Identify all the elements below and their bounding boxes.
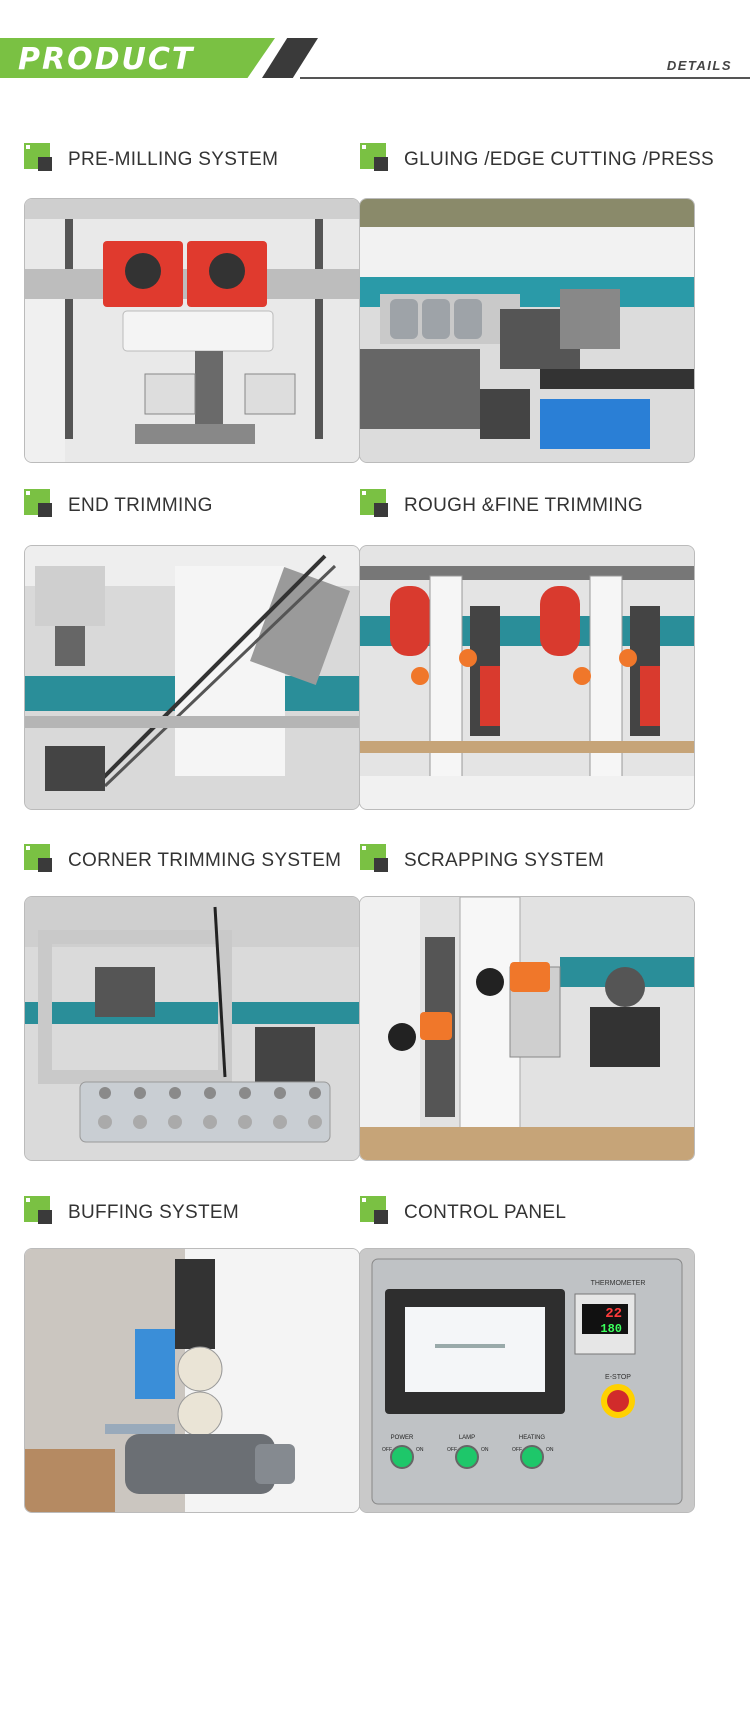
section-label-text: CORNER TRIMMING SYSTEM: [68, 850, 342, 871]
rough-fine-trimming-photo: [359, 545, 695, 810]
buffing-photo: [24, 1248, 360, 1513]
section-label-corner-trimming: CORNER TRIMMING SYSTEM: [24, 844, 341, 878]
temp-pv: 22: [605, 1306, 622, 1322]
switch-off-heating: OFF: [512, 1447, 522, 1453]
header-title: PRODUCT: [18, 42, 195, 77]
green-square-icon: [360, 143, 394, 177]
section-label-text: ROUGH &FINE TRIMMING: [404, 495, 643, 516]
thermometer-label: THERMOMETER: [591, 1280, 646, 1287]
section-label-text: PRE-MILLING SYSTEM: [68, 149, 279, 170]
corner-trimming-photo: [24, 896, 360, 1161]
section-label-text: CONTROL PANEL: [404, 1202, 567, 1223]
header-details: DETAILS: [666, 58, 732, 73]
estop-label: E-STOP: [605, 1374, 631, 1381]
section-label-text: GLUING /EDGE CUTTING /PRESS: [404, 149, 715, 170]
switch-label-lamp: LAMP: [459, 1435, 475, 1441]
switch-off-lamp: OFF: [447, 1447, 457, 1453]
header-green-banner: [0, 38, 275, 78]
switch-on-heating: ON: [546, 1447, 554, 1453]
switch-on-lamp: ON: [481, 1447, 489, 1453]
green-square-icon: [360, 1196, 394, 1230]
section-label-scrapping: SCRAPPING SYSTEM: [360, 844, 604, 878]
section-label-control-panel: CONTROL PANEL: [360, 1196, 566, 1230]
section-label-end-trimming: END TRIMMING: [24, 489, 213, 523]
section-label-text: END TRIMMING: [68, 495, 213, 516]
section-label-gluing: GLUING /EDGE CUTTING /PRESS: [360, 143, 714, 177]
section-label-buffing: BUFFING SYSTEM: [24, 1196, 239, 1230]
switch-off-power: OFF: [382, 1447, 392, 1453]
green-square-icon: [24, 1196, 58, 1230]
section-label-rough-fine: ROUGH &FINE TRIMMING: [360, 489, 643, 523]
gluing-photo: [359, 198, 695, 463]
section-label-text: SCRAPPING SYSTEM: [404, 850, 605, 871]
green-square-icon: [24, 844, 58, 878]
switch-label-power: POWER: [391, 1435, 414, 1441]
switch-label-heating: HEATING: [519, 1435, 546, 1441]
green-square-icon: [24, 143, 58, 177]
pre-milling-photo: [24, 198, 360, 463]
end-trimming-photo: [24, 545, 360, 810]
scrapping-photo: [359, 896, 695, 1161]
green-square-icon: [360, 844, 394, 878]
switch-on-power: ON: [416, 1447, 424, 1453]
green-square-icon: [360, 489, 394, 523]
section-label-text: BUFFING SYSTEM: [68, 1202, 239, 1223]
temp-sv: 180: [600, 1322, 622, 1336]
page-header: PRODUCT DETAILS: [0, 0, 750, 90]
control-panel-photo: THERMOMETER 22 180 E-STOP POWER LAMP HEA…: [359, 1248, 695, 1513]
section-label-pre-milling: PRE-MILLING SYSTEM: [24, 143, 278, 177]
header-divider: [300, 77, 750, 79]
green-square-icon: [24, 489, 58, 523]
